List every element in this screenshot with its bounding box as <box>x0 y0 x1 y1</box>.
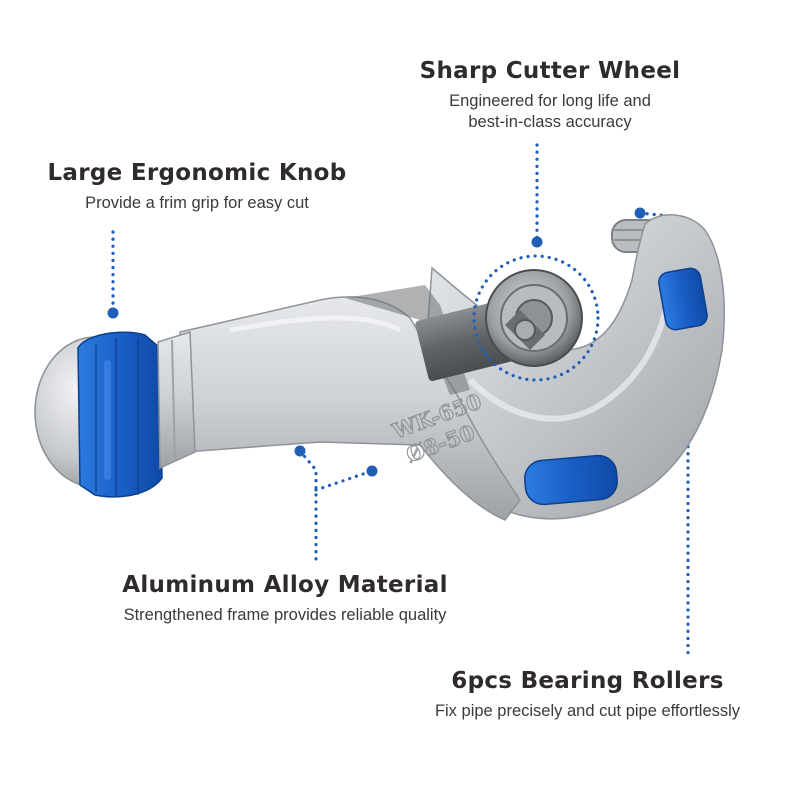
callout-cutter-desc: Engineered for long life and best-in-cla… <box>405 91 695 132</box>
callout-alloy-title: Aluminum Alloy Material <box>122 572 448 598</box>
leader-dot-alloy-a <box>294 445 306 457</box>
knob-collar <box>157 330 196 470</box>
cutter-wheel <box>472 254 600 382</box>
callout-alloy-desc: Strengthened frame provides reliable qua… <box>123 606 447 624</box>
callout-cutter-title: Sharp Cutter Wheel <box>419 58 681 84</box>
callout-cutter-desc-line1: Engineered for long life and <box>449 92 651 110</box>
leader-dot-knob <box>107 307 119 319</box>
leader-dot-cutter <box>531 236 543 248</box>
callout-cutter-wheel: Sharp Cutter Wheel Engineered for long l… <box>405 58 695 132</box>
callout-knob-title: Large Ergonomic Knob <box>47 160 347 186</box>
frame-pad-upper <box>658 267 708 331</box>
callout-rollers: 6pcs Bearing Rollers Fix pipe precisely … <box>390 668 785 722</box>
feed-slot <box>345 285 470 395</box>
callout-knob-desc: Provide a frim grip for easy cut <box>85 194 309 212</box>
callout-knob: Large Ergonomic Knob Provide a frim grip… <box>32 160 362 214</box>
callout-alloy: Aluminum Alloy Material Strengthened fra… <box>85 572 485 626</box>
callout-cutter-desc-line2: best-in-class accuracy <box>468 112 632 131</box>
leader-alloy <box>298 449 374 562</box>
ergonomic-knob <box>77 331 163 498</box>
callout-rollers-title: 6pcs Bearing Rollers <box>451 668 724 694</box>
callout-rollers-desc: Fix pipe precisely and cut pipe effortle… <box>434 702 741 720</box>
leader-dot-rollers <box>634 207 646 219</box>
frame-pad-lower <box>524 454 618 506</box>
leader-dot-alloy-b <box>366 465 378 477</box>
